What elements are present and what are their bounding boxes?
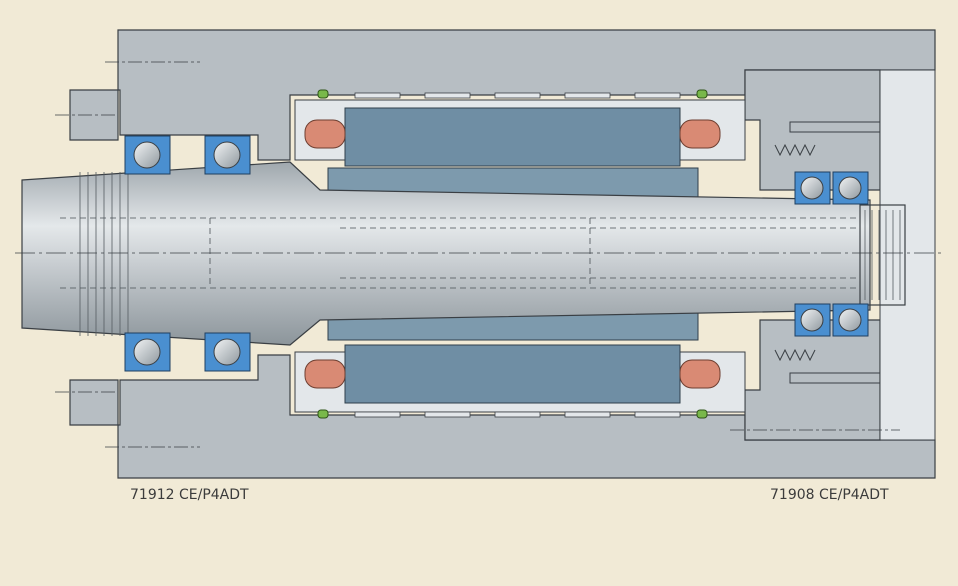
rear-nut-thread [864,210,901,300]
front-bearing-label: 71912 CE/P4ADT [130,487,249,503]
o-ring-seals [317,89,708,419]
stator [344,107,681,404]
nose-thread [79,172,129,336]
rear-bearing-label: 71908 CE/P4ADT [770,487,889,503]
rear-bearing-set [794,171,869,337]
screw-axes [55,61,900,448]
preload-springs [774,121,881,384]
front-bearing [124,135,251,372]
cooling-grooves [354,92,681,418]
stator-windings [304,119,721,389]
front-bearing-set [124,135,251,372]
spindle-shaft [21,161,906,346]
